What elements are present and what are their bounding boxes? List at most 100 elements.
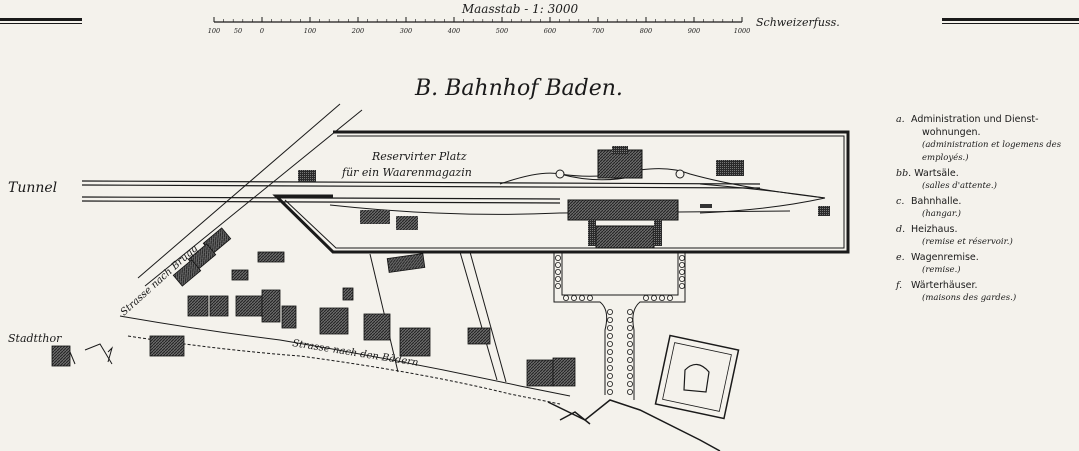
tree-mark bbox=[607, 388, 614, 395]
tree-mark bbox=[667, 294, 674, 301]
tree-mark bbox=[627, 316, 634, 323]
scale-title: Maasstab - 1: 3000 bbox=[461, 2, 579, 16]
tree-mark bbox=[627, 388, 634, 395]
tree-mark bbox=[555, 268, 562, 275]
railway-tracks bbox=[81, 168, 826, 215]
town-buildings bbox=[51, 227, 576, 387]
scale-unit: Schweizerfuss. bbox=[756, 16, 840, 29]
map-title: B. Bahnhof Baden. bbox=[414, 76, 623, 101]
tree-mark bbox=[627, 348, 634, 355]
legend-text: Wagenremise. bbox=[908, 252, 979, 263]
tree-mark bbox=[555, 282, 562, 289]
tree-mark bbox=[571, 294, 578, 301]
legend-item: a. Administration und Dienst-wohnungen.(… bbox=[896, 113, 1076, 165]
tree-mark bbox=[659, 294, 666, 301]
legend-text: Bahnhalle. bbox=[908, 196, 962, 207]
tree-mark bbox=[607, 308, 614, 315]
scale-tick-label: 100 bbox=[304, 27, 316, 35]
legend-key: c. bbox=[896, 196, 905, 207]
tree-mark bbox=[555, 261, 562, 268]
tree-mark bbox=[607, 348, 614, 355]
heizhaus-building bbox=[716, 160, 744, 176]
tree-mark bbox=[587, 294, 594, 301]
legend-french: (remise.) bbox=[922, 265, 961, 275]
tree-mark bbox=[607, 316, 614, 323]
tree-mark bbox=[555, 254, 562, 261]
tree-mark bbox=[607, 380, 614, 387]
tree-mark bbox=[563, 294, 570, 301]
map-legend: a. Administration und Dienst-wohnungen. (… bbox=[896, 113, 1076, 307]
tree-mark bbox=[607, 364, 614, 371]
tree-mark bbox=[607, 332, 614, 339]
legend-french: (maisons des gardes.) bbox=[922, 293, 1017, 303]
waerterhaus-building bbox=[818, 206, 830, 216]
tree-mark bbox=[651, 294, 658, 301]
legend-text: Wartsäle. bbox=[911, 168, 959, 179]
label-tunnel: Tunnel bbox=[8, 180, 57, 196]
tree-mark bbox=[627, 332, 634, 339]
administration-building bbox=[597, 149, 643, 179]
tree-mark bbox=[679, 261, 686, 268]
legend-key: d. bbox=[896, 224, 906, 235]
tree-mark bbox=[643, 294, 650, 301]
tree-mark bbox=[607, 356, 614, 363]
tree-mark bbox=[627, 340, 634, 347]
legend-french: (salles d'attente.) bbox=[922, 181, 997, 191]
scale-tick-label: 200 bbox=[351, 27, 364, 35]
tree-mark bbox=[679, 282, 686, 289]
legend-french: (hangar.) bbox=[922, 209, 961, 219]
legend-item: d. Heizhaus. (remise et réservoir.) bbox=[896, 223, 1076, 249]
tree-mark bbox=[679, 275, 686, 282]
wartsaal-building bbox=[595, 225, 655, 249]
legend-key: e. bbox=[896, 252, 905, 263]
scale-tick-label: 400 bbox=[447, 27, 460, 35]
tree-mark bbox=[555, 275, 562, 282]
scale-tick-label: 300 bbox=[400, 27, 412, 35]
tree-mark bbox=[607, 372, 614, 379]
station-enclosure bbox=[272, 130, 850, 254]
legend-text: Wärterhäuser. bbox=[908, 280, 978, 291]
legend-key: f. bbox=[896, 280, 903, 291]
legend-item: e. Wagenremise. (remise.) bbox=[896, 251, 1076, 277]
tree-mark bbox=[679, 268, 686, 275]
legend-item: f. Wärterhäuser. (maisons des gardes.) bbox=[896, 279, 1076, 305]
tree-mark bbox=[627, 364, 634, 371]
header-rules bbox=[0, 18, 1079, 24]
scale-tick-label: 1000 bbox=[734, 27, 751, 35]
scale-tick-label: 600 bbox=[544, 27, 556, 35]
legend-item: bb. Wartsäle. (salles d'attente.) bbox=[896, 167, 1076, 193]
scale-ticks bbox=[213, 17, 743, 22]
tree-mark bbox=[679, 254, 686, 261]
cemetery bbox=[654, 334, 740, 420]
forecourt-avenue bbox=[553, 252, 686, 400]
legend-item: c. Bahnhalle. (hangar.) bbox=[896, 195, 1076, 221]
scale-tick-label: 50 bbox=[234, 27, 242, 35]
roads bbox=[69, 103, 721, 451]
legend-text-cont: wohnungen. bbox=[922, 127, 981, 138]
scale-tick-label: 100 bbox=[208, 27, 220, 35]
tree-mark bbox=[627, 324, 634, 331]
label-stadtthor: Stadtthor bbox=[8, 332, 62, 345]
tree-mark bbox=[627, 308, 634, 315]
legend-text: Heizhaus. bbox=[908, 224, 958, 235]
scale-tick-label: 800 bbox=[640, 27, 652, 35]
scale-tick-label: 0 bbox=[260, 27, 264, 35]
scale-tick-label: 700 bbox=[592, 27, 604, 35]
tree-mark bbox=[627, 372, 634, 379]
legend-key: bb. bbox=[896, 168, 912, 179]
scale-tick-label: 500 bbox=[496, 27, 508, 35]
tree-mark bbox=[627, 380, 634, 387]
legend-text: Administration und Dienst- bbox=[908, 114, 1039, 125]
station-buildings bbox=[298, 146, 830, 249]
avenue-trees bbox=[555, 254, 686, 395]
legend-french: (remise et réservoir.) bbox=[922, 237, 1013, 247]
tree-mark bbox=[607, 340, 614, 347]
legend-key: a. bbox=[896, 114, 905, 125]
tree-mark bbox=[607, 324, 614, 331]
scale-tick-label: 900 bbox=[688, 27, 700, 35]
label-reserved-1: Reservirter Platz bbox=[371, 150, 467, 163]
